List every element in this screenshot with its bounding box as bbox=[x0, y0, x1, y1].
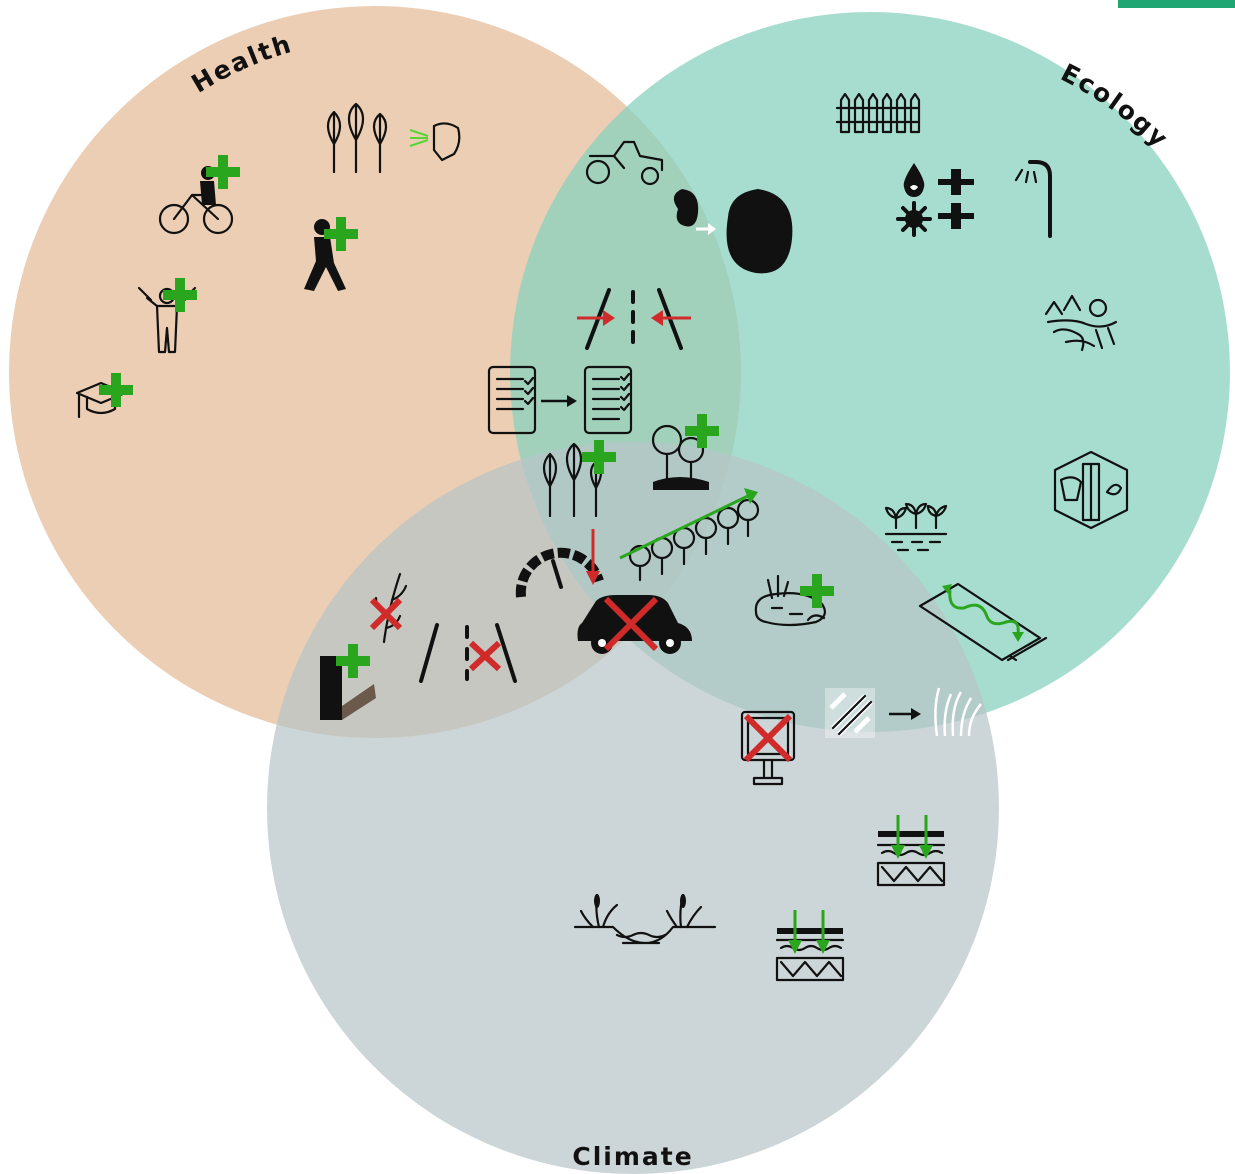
climate-circle bbox=[267, 442, 999, 1174]
no-billboard-icon bbox=[740, 710, 796, 786]
meandering-strip-icon bbox=[918, 582, 1048, 662]
ride-on-mower-icon bbox=[585, 140, 664, 186]
water-sun-reduce-icon bbox=[896, 163, 974, 237]
speed-gauge-icon bbox=[515, 529, 604, 598]
walking-plus-icon bbox=[304, 217, 358, 291]
shelter-plus-icon bbox=[320, 644, 376, 720]
road-narrowing-icon bbox=[577, 288, 691, 350]
permeable-layers-icon bbox=[876, 815, 946, 887]
checklist-upgrade-icon bbox=[487, 365, 633, 435]
permeable-layers-2-icon bbox=[775, 910, 845, 982]
trees-plus-icon bbox=[542, 440, 616, 518]
no-car-icon bbox=[577, 595, 692, 654]
fence-icon bbox=[835, 92, 921, 134]
no-vegetation-icon bbox=[369, 572, 408, 644]
animal-hexagon-icon bbox=[1053, 450, 1129, 530]
corner-tab bbox=[1118, 0, 1235, 8]
education-plus-icon bbox=[75, 373, 133, 419]
landscape-icon bbox=[1044, 294, 1118, 352]
seedlings-icon bbox=[884, 502, 948, 552]
trees-air-breathing-icon bbox=[326, 102, 461, 174]
pond-plus-icon bbox=[754, 574, 834, 627]
wetland-reeds-icon bbox=[573, 893, 717, 945]
exercise-plus-icon bbox=[137, 278, 197, 354]
climate-label: Climate bbox=[572, 1142, 693, 1171]
paving-to-grass-icon bbox=[825, 687, 982, 738]
tree-soil-plus-icon bbox=[651, 414, 719, 490]
small-to-large-blob-icon bbox=[673, 189, 793, 274]
road-cross-icon bbox=[419, 623, 517, 683]
street-light-icon bbox=[1014, 160, 1052, 238]
tree-row-growth-icon bbox=[619, 488, 760, 582]
cycling-plus-icon bbox=[158, 155, 240, 235]
